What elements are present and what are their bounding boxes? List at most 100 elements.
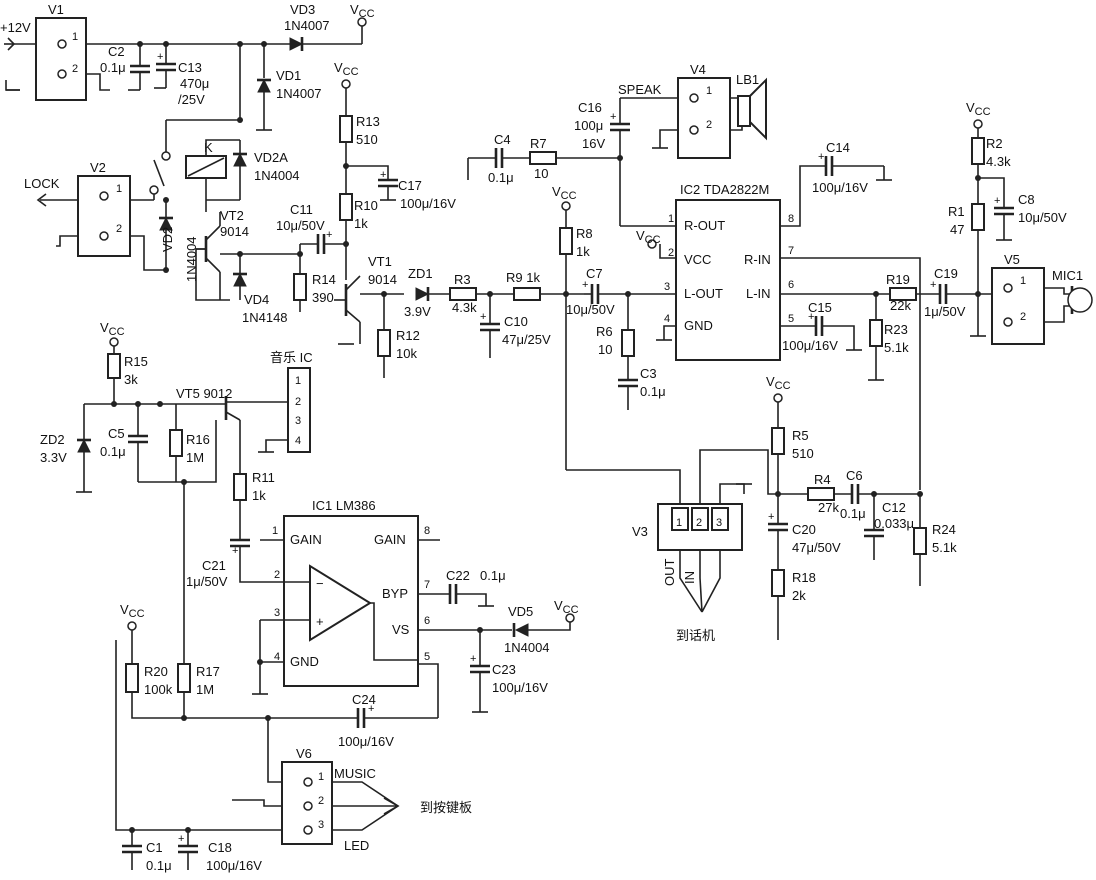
svg-text:+: + [368, 703, 374, 715]
ic2-pin3-name: L-OUT [684, 286, 723, 301]
ic2-pin2-num: 2 [668, 247, 674, 259]
lock-label: LOCK [24, 176, 60, 191]
ic1-pin8: 8 [424, 525, 430, 537]
c3-name: C3 [640, 366, 657, 381]
r23-value: 5.1k [884, 340, 909, 355]
v1-pin1: 1 [72, 31, 78, 43]
music-ic-pin1: 1 [295, 375, 301, 387]
c16-name: C16 [578, 100, 602, 115]
ic1-pin2: 2 [274, 569, 280, 581]
r11-value: 1k [252, 488, 266, 503]
svg-text:VCC: VCC [966, 100, 991, 118]
resistor-r2 [971, 137, 985, 165]
ic1-pin4: 4 [274, 651, 280, 663]
c19-value: 1μ/50V [924, 304, 966, 319]
c7-name: C7 [586, 266, 603, 281]
v6-pin1: 1 [318, 771, 324, 783]
c10-name: C10 [504, 314, 528, 329]
resistor-r14 [293, 273, 307, 301]
svg-text:+: + [380, 169, 386, 181]
zd1-value: 3.9V [404, 304, 431, 319]
v5-name: V5 [1004, 252, 1020, 267]
r3-name: R3 [454, 272, 471, 287]
ic1-pin7: 7 [424, 579, 430, 591]
c22-value: 0.1μ [480, 568, 506, 583]
to-phone-label: 到话机 [676, 628, 715, 643]
svg-text:VCC: VCC [350, 2, 375, 20]
c6-name: C6 [846, 468, 863, 483]
svg-text:VCC: VCC [100, 320, 125, 338]
ic2-name: IC2 TDA2822M [680, 182, 769, 197]
vt5-name: VT5 9012 [176, 386, 232, 401]
ic1-pin1: 1 [272, 525, 278, 537]
svg-text:VCC: VCC [766, 374, 791, 392]
c6-value: 0.1μ [840, 506, 866, 521]
resistor-r13 [339, 115, 353, 143]
c21-value: 1μ/50V [186, 574, 228, 589]
r6-name: R6 [596, 324, 613, 339]
r2-value: 4.3k [986, 154, 1011, 169]
r13-value: 510 [356, 132, 378, 147]
c3-value: 0.1μ [640, 384, 666, 399]
r5-name: R5 [792, 428, 809, 443]
svg-text:VCC: VCC [554, 598, 579, 616]
connector-v5 [991, 267, 1045, 345]
v2-pin1: 1 [116, 183, 122, 195]
relay-k-label: K [204, 140, 213, 155]
v3-out-label: OUT [662, 559, 677, 587]
c8-name: C8 [1018, 192, 1035, 207]
svg-text:+: + [326, 229, 332, 241]
r15-name: R15 [124, 354, 148, 369]
r1-value: 47 [950, 222, 964, 237]
ic2-pin6-name: L-IN [746, 286, 771, 301]
c13-value: 470μ [180, 76, 209, 91]
ic1-pin6: 6 [424, 615, 430, 627]
c5-value: 0.1μ [100, 444, 126, 459]
svg-text:+: + [178, 833, 184, 845]
ic2-pin6-num: 6 [788, 279, 794, 291]
v6-pin3: 3 [318, 819, 324, 831]
plus12v-label: +12V [0, 20, 31, 35]
c15-name: C15 [808, 300, 832, 315]
to-keyboard-label: 到按键板 [420, 800, 472, 815]
ic1-vs: VS [392, 622, 410, 637]
c16-value: 100μ [574, 118, 603, 133]
resistor-r8 [559, 227, 573, 255]
mic1-label: MIC1 [1052, 268, 1083, 283]
ic1-gain8: GAIN [374, 532, 406, 547]
resistor-r7 [529, 151, 557, 165]
music-label: MUSIC [334, 766, 376, 781]
resistor-r12 [377, 329, 391, 357]
keyboard-interface-section: VCC R20 100k + C24 100μ/16V V6 1 2 3 MUS… [115, 602, 472, 873]
r24-value: 5.1k [932, 540, 957, 555]
speaker-lb1-magnet [737, 95, 751, 127]
vd2-name: VD2 [160, 227, 175, 252]
ic2-tda2822m: IC2 TDA2822M 1 R-OUT 2 VCC 3 L-OUT 4 GND… [636, 140, 921, 490]
resistor-r3 [449, 287, 477, 301]
v6-name: V6 [296, 746, 312, 761]
c15-value: 100μ/16V [782, 338, 838, 353]
power-input-section: +12V V1 1 2 C2 0.1μ + C13 470μ /25V [0, 2, 375, 131]
r17-value: 1M [196, 682, 214, 697]
resistor-r4 [807, 487, 835, 501]
ic1-pin3: 3 [274, 607, 280, 619]
r11-name: R11 [252, 470, 275, 485]
c4-value: 0.1μ [488, 170, 514, 185]
ic2-input-network: VCC R8 1k + C7 10μ/50V R6 10 C3 0.1μ [552, 184, 676, 470]
svg-text:+: + [232, 545, 238, 557]
c13-name: C13 [178, 60, 202, 75]
c21-name: C21 [202, 558, 226, 573]
ic1-opamp-symbol [309, 564, 372, 642]
r14-value: 390 [312, 290, 334, 305]
v3-pin1: 1 [676, 517, 682, 529]
svg-text:+: + [610, 111, 616, 123]
r12-value: 10k [396, 346, 417, 361]
c23-name: C23 [492, 662, 516, 677]
r24-name: R24 [932, 522, 956, 537]
ic2-pin7-num: 7 [788, 245, 794, 257]
r18-name: R18 [792, 570, 816, 585]
r4-value: 27k [818, 500, 839, 515]
ic1-plus: + [316, 614, 324, 629]
svg-text:VCC: VCC [636, 228, 661, 246]
r17-name: R17 [196, 664, 220, 679]
